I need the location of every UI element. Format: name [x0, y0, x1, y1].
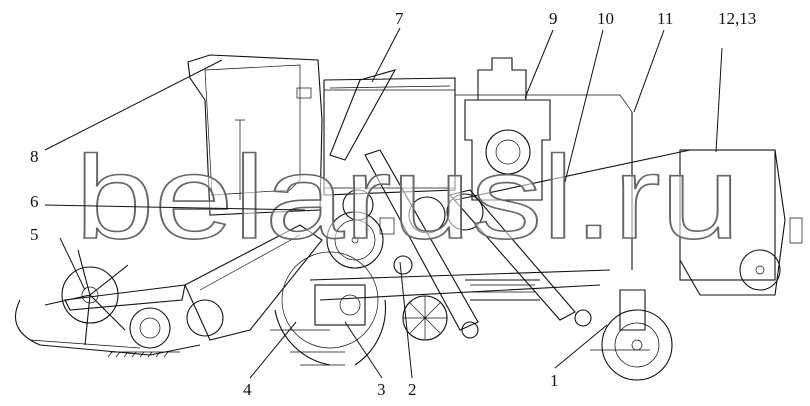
callout-12-13: 12,13 [718, 9, 756, 28]
engine [464, 57, 551, 201]
callout-2: 2 [408, 380, 417, 399]
callout-3: 3 [377, 380, 386, 399]
front-drive-wheel [270, 251, 387, 366]
header [15, 224, 323, 356]
ground-lines [107, 349, 650, 358]
callout-4: 4 [243, 380, 252, 399]
watermark-text: belarusl.ru [75, 132, 740, 264]
cab [187, 54, 323, 216]
cleaning-shoe [309, 269, 611, 341]
callout-6: 6 [30, 192, 39, 211]
callout-11: 11 [657, 9, 673, 28]
reel [44, 249, 129, 346]
elevators [329, 69, 592, 339]
threshing-drum [326, 189, 484, 275]
callout-9: 9 [549, 9, 558, 28]
rear-body [454, 112, 803, 296]
leader-lines [44, 27, 723, 379]
callout-1: 1 [550, 371, 559, 390]
callout-5: 5 [30, 225, 39, 244]
rear-steering-wheel [601, 289, 673, 381]
callout-7: 8 [30, 147, 39, 166]
callout-10: 10 [597, 9, 614, 28]
callout-8: 7 [395, 9, 404, 28]
